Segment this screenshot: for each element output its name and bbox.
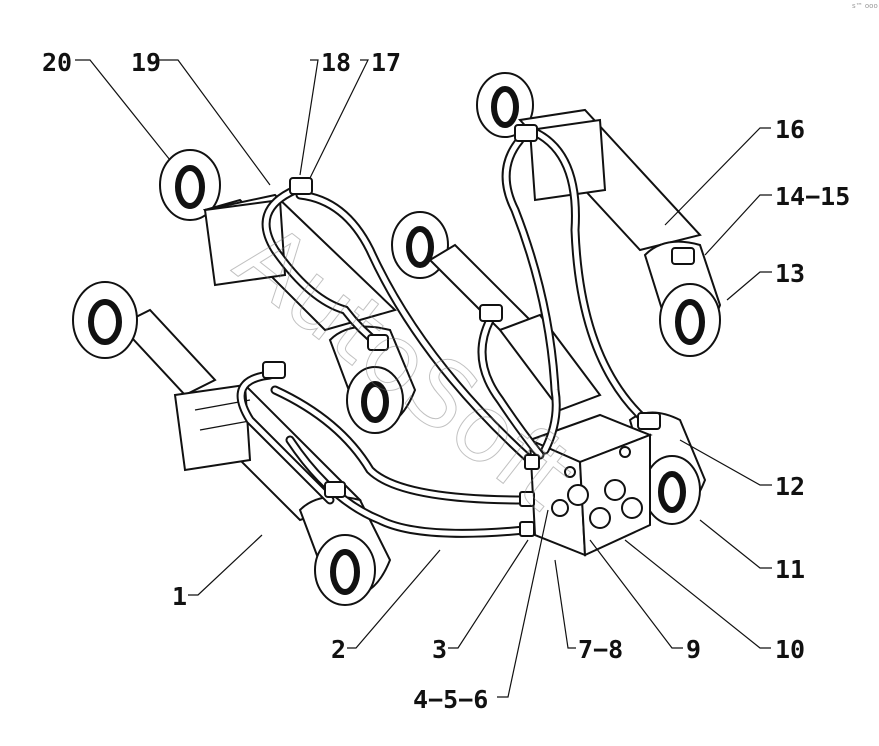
cylinder-1	[72, 281, 392, 606]
leader-lines	[75, 59, 772, 698]
callout-7-8: 7−8	[578, 635, 623, 664]
valve-block	[527, 413, 653, 557]
callout-3: 3	[432, 635, 447, 664]
callout-9: 9	[686, 635, 701, 664]
callout-14-15: 14−15	[775, 182, 850, 211]
callout-17: 17	[371, 48, 401, 77]
callout-19: 19	[131, 48, 161, 77]
corner-mark: s™ ooo	[852, 2, 878, 10]
callout-18: 18	[321, 48, 351, 77]
callout-16: 16	[775, 115, 805, 144]
hoses	[236, 125, 650, 538]
callout-12: 12	[775, 472, 805, 501]
callout-2: 2	[331, 635, 346, 664]
callout-labels: 20 19 18 17 16 14−15 13 12 11 10 9 7−8 4…	[42, 48, 850, 714]
cylinder-20	[159, 149, 417, 434]
callout-10: 10	[775, 635, 805, 664]
callout-20: 20	[42, 48, 72, 77]
callout-11: 11	[775, 555, 805, 584]
callout-13: 13	[775, 259, 805, 288]
callout-1: 1	[172, 582, 187, 611]
fittings	[262, 124, 695, 537]
callout-4-5-6: 4−5−6	[413, 685, 488, 714]
